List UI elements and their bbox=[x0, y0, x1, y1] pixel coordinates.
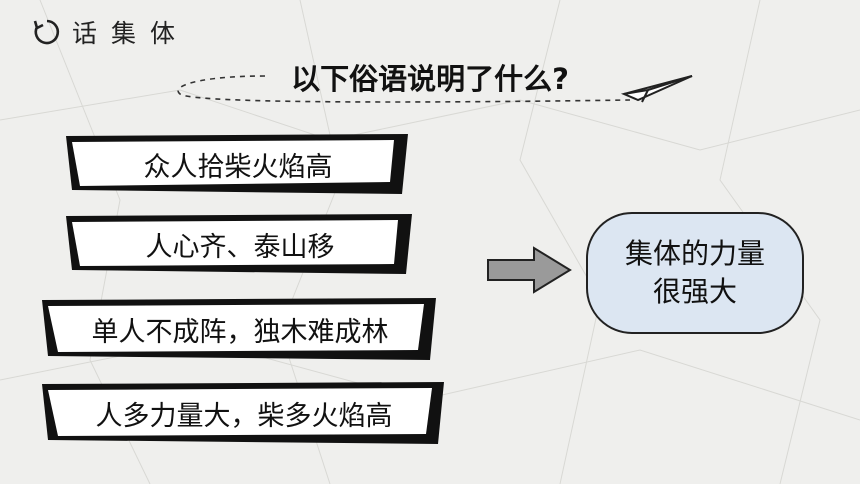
section-header: 话集体 bbox=[32, 14, 189, 50]
proverb-banner-1: 众人拾柴火焰高 bbox=[64, 132, 412, 196]
proverb-banner-3: 单人不成阵，独木难成林 bbox=[40, 296, 440, 362]
section-title: 话集体 bbox=[72, 19, 190, 48]
right-arrow-icon bbox=[487, 246, 572, 294]
conclusion-line-2: 很强大 bbox=[652, 275, 737, 308]
proverb-text-1: 众人拾柴火焰高 bbox=[143, 151, 333, 183]
proverb-text-4: 人多力量大，柴多火焰高 bbox=[95, 400, 393, 432]
refresh-circle-icon bbox=[33, 19, 60, 45]
conclusion-bubble: 集体的力量 很强大 bbox=[586, 212, 804, 334]
proverb-banner-4: 人多力量大，柴多火焰高 bbox=[40, 380, 448, 446]
proverb-text-2: 人心齐、泰山移 bbox=[145, 231, 335, 263]
paper-plane-icon bbox=[620, 75, 693, 103]
question-heading: 以下俗语说明了什么? bbox=[291, 62, 569, 96]
proverb-banner-2: 人心齐、泰山移 bbox=[64, 212, 416, 276]
conclusion-line-1: 集体的力量 bbox=[624, 237, 765, 270]
proverb-text-3: 单人不成阵，独木难成林 bbox=[91, 316, 389, 348]
